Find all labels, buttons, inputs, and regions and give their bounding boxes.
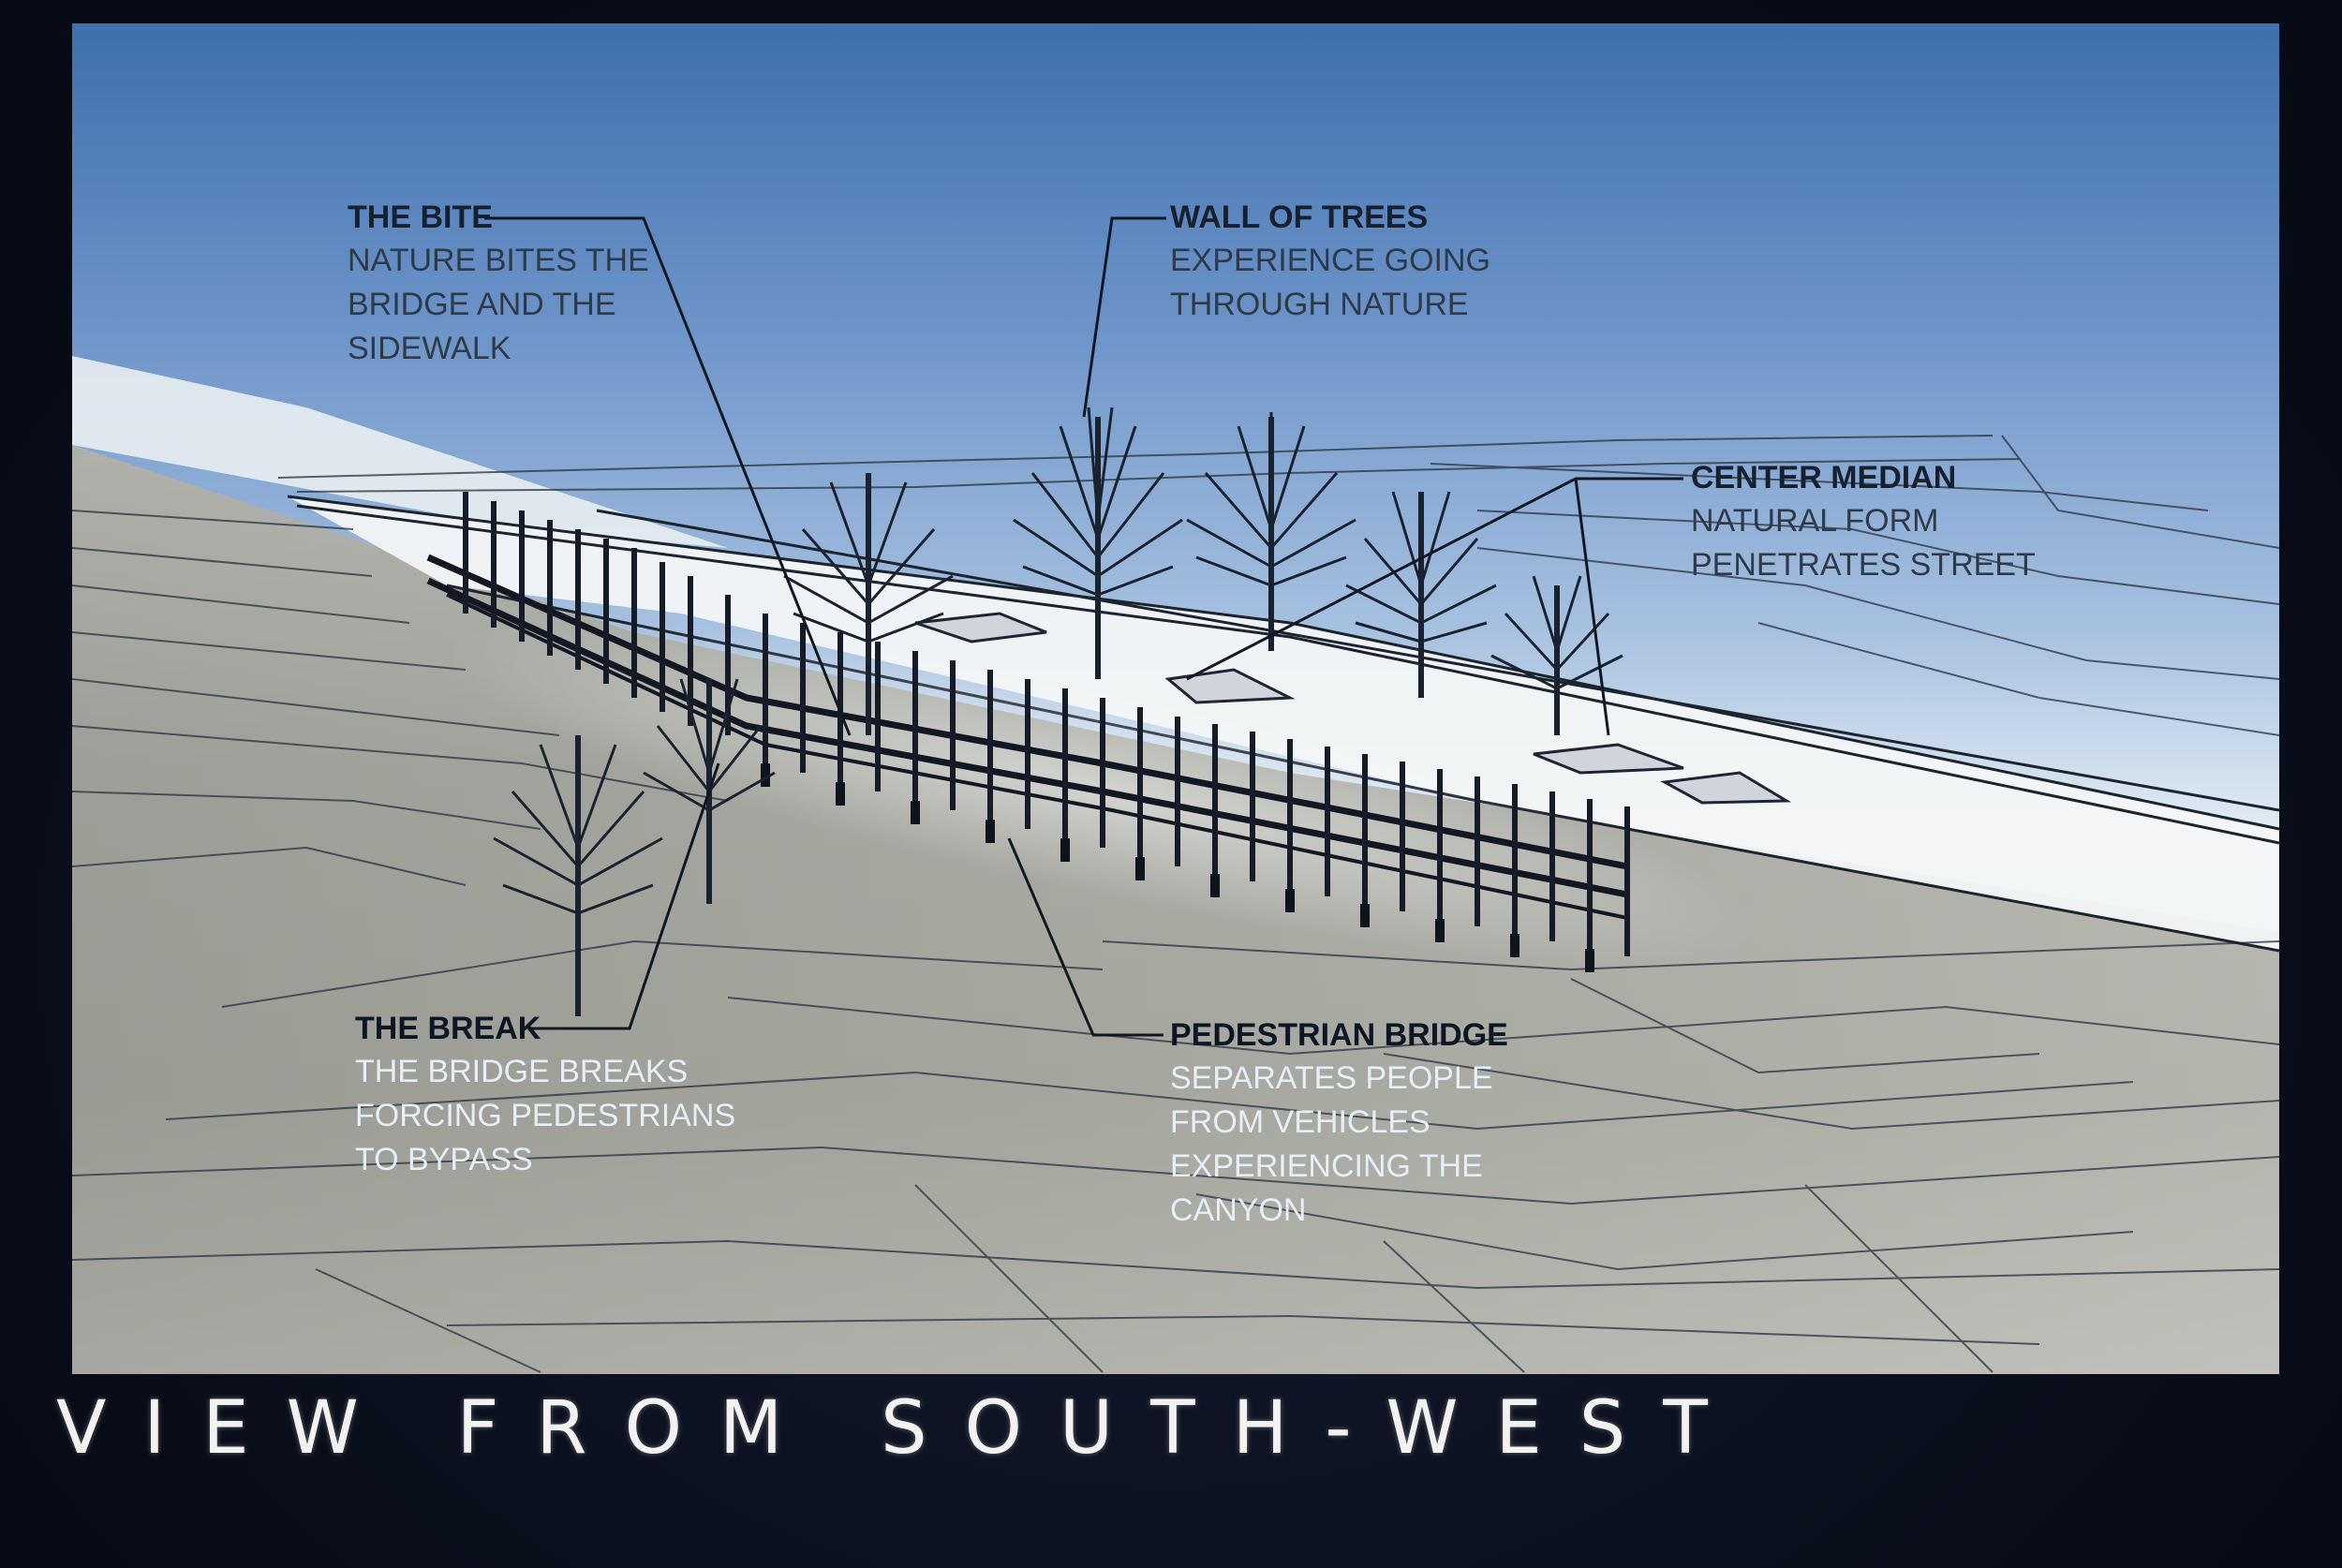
annotation-wall-of-trees: WALL OF TREES EXPERIENCE GOING THROUGH N… [1170,196,1490,327]
annotation-line: SIDEWALK [348,331,511,366]
annotation-line: NATURE BITES THE [348,243,649,278]
annotation-line: FROM VEHICLES [1170,1104,1430,1140]
slide-caption: VIEW FROM SOUTH-WEST [56,1386,1745,1471]
leader-pedestrian-bridge [1007,837,1164,1037]
annotation-pedestrian-bridge: PEDESTRIAN BRIDGE SEPARATES PEOPLE FROM … [1170,1013,1508,1233]
leader-bite [484,216,852,736]
tree [1186,412,1356,651]
street-slab [288,496,2279,951]
annotation-line: CANYON [1170,1192,1307,1228]
leader-break [531,762,720,1030]
annotation-the-break: THE BREAK THE BRIDGE BREAKS FORCING PEDE… [355,1007,735,1182]
leader-wall-of-trees [1082,216,1166,418]
leader-lines [484,216,1683,1037]
annotation-line: BRIDGE AND THE [348,287,616,322]
annotation-line: NATURAL FORM [1691,503,1939,539]
annotation-line: EXPERIENCE GOING [1170,243,1490,278]
annotation-line: PENETRATES STREET [1691,547,2036,583]
median-forms [914,612,1792,805]
annotation-title: PEDESTRIAN BRIDGE [1170,1017,1508,1053]
annotation-line: SEPARATES PEOPLE [1170,1060,1493,1096]
annotation-title: THE BREAK [355,1011,541,1046]
leader-center-median [1186,477,1683,736]
tree [783,473,954,735]
bridge-footings [761,763,1594,972]
annotation-line: FORCING PEDESTRIANS [355,1098,736,1133]
annotation-line: TO BYPASS [355,1142,533,1177]
bridge-posts [463,492,1630,956]
annotation-the-bite: THE BITE NATURE BITES THE BRIDGE AND THE… [348,196,649,371]
tree [493,735,663,1016]
annotation-center-median: CENTER MEDIAN NATURAL FORM PENETRATES ST… [1691,456,2036,587]
annotation-title: WALL OF TREES [1170,200,1429,235]
annotation-line: THROUGH NATURE [1170,287,1469,322]
annotation-line: EXPERIENCING THE [1170,1148,1483,1184]
site-drawing [72,216,2279,1374]
annotation-title: THE BITE [348,200,493,235]
tree [1013,407,1183,679]
tree [1490,575,1623,735]
drawing-panel: THE BITE NATURE BITES THE BRIDGE AND THE… [72,23,2279,1374]
annotation-line: THE BRIDGE BREAKS [355,1054,689,1089]
contour-lines [72,435,2279,1373]
annotation-title: CENTER MEDIAN [1691,460,1957,496]
